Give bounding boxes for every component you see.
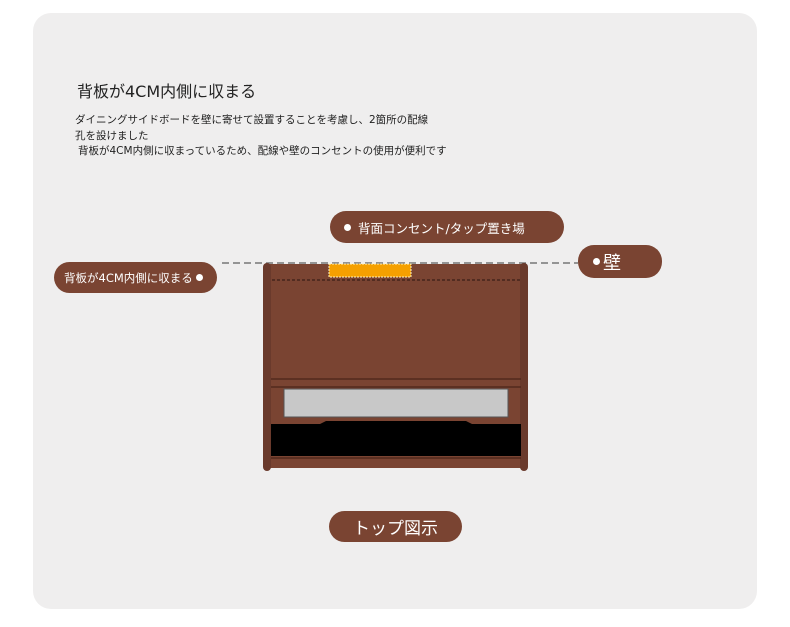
- lower-shelf-shadow: [271, 421, 521, 456]
- back-panel-label-text: 背板が4CM内側に収まる: [64, 270, 193, 285]
- back-panel-label: 背板が4CM内側に収まる: [54, 262, 217, 293]
- cabinet-left-post: [263, 263, 271, 471]
- bullet-dot-icon: [593, 258, 600, 265]
- description-line-2: 孔を設けました: [75, 129, 149, 142]
- bullet-dot-icon: [344, 223, 351, 231]
- wall-label: 壁: [578, 245, 662, 278]
- description-line-1: ダイニングサイドボードを壁に寄せて設置することを考慮し、2箇所の配線: [75, 114, 429, 126]
- top-view-label: トップ図示: [329, 511, 462, 542]
- cabinet-right-post: [520, 263, 528, 471]
- bullet-dot-icon: [195, 274, 203, 281]
- outlet-label: 背面コンセント/タップ置き場: [330, 211, 564, 243]
- top-view-label-text: トップ図示: [353, 519, 438, 539]
- wall-label-text: 壁: [603, 252, 621, 274]
- outlet-area: [328, 263, 412, 278]
- description: ダイニングサイドボードを壁に寄せて設置することを考慮し、2箇所の配線 孔を設けま…: [75, 113, 515, 160]
- outlet-label-text: 背面コンセント/タップ置き場: [358, 220, 525, 236]
- drawer: [283, 388, 509, 418]
- page-title: 背板が4CM内側に収まる: [77, 82, 257, 101]
- description-line-3: 背板が4CM内側に収まっているため、配線や壁のコンセントの使用が便利です: [78, 145, 447, 157]
